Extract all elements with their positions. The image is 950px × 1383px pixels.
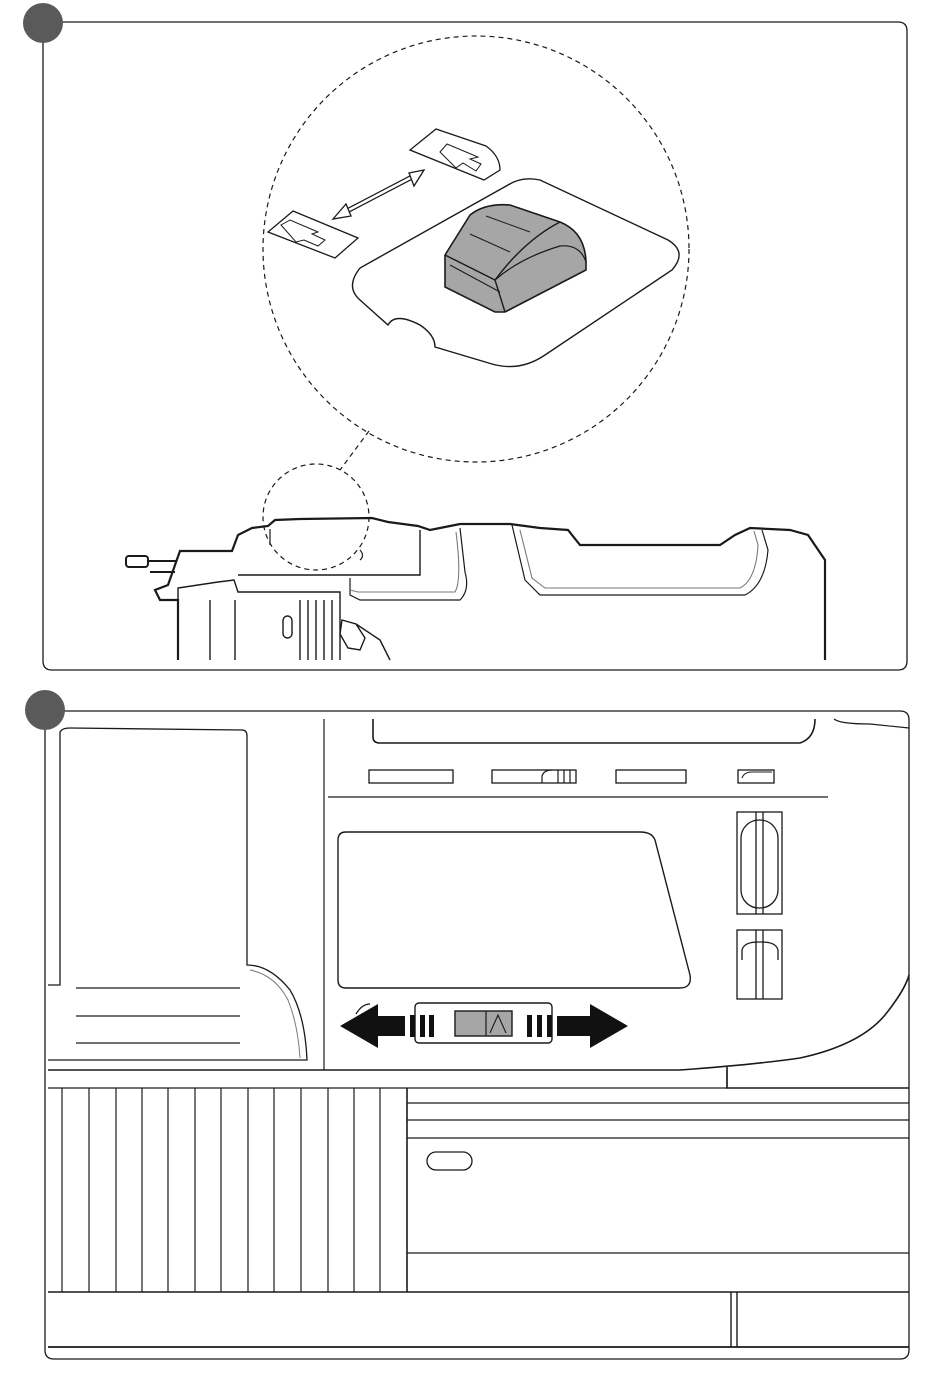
magnifier-leader-line (340, 431, 369, 470)
display-window (338, 832, 690, 988)
grip-ribs (62, 1088, 380, 1292)
slider-knob (455, 1011, 512, 1036)
top-slot-1 (369, 770, 453, 783)
staple-symbol-right (410, 129, 500, 180)
panel-2 (45, 711, 909, 1359)
right-direction-arrow (557, 1004, 628, 1048)
double-headed-arrow (333, 170, 424, 219)
slider-ribs-right (527, 1015, 552, 1037)
slider-ribs-left (410, 1015, 434, 1037)
step-badge-2 (25, 690, 65, 730)
latch-slot-top (737, 812, 782, 914)
magnifier-source-circle (263, 464, 369, 570)
top-slot-3 (616, 770, 686, 783)
panel-1 (43, 22, 907, 670)
side-slot (427, 1152, 472, 1170)
step-badge-1 (23, 3, 63, 43)
left-direction-arrow (340, 1004, 405, 1048)
staple-symbol-left (268, 211, 358, 258)
stapler-side-outline (126, 518, 825, 660)
latch-slot-bottom (737, 930, 782, 999)
